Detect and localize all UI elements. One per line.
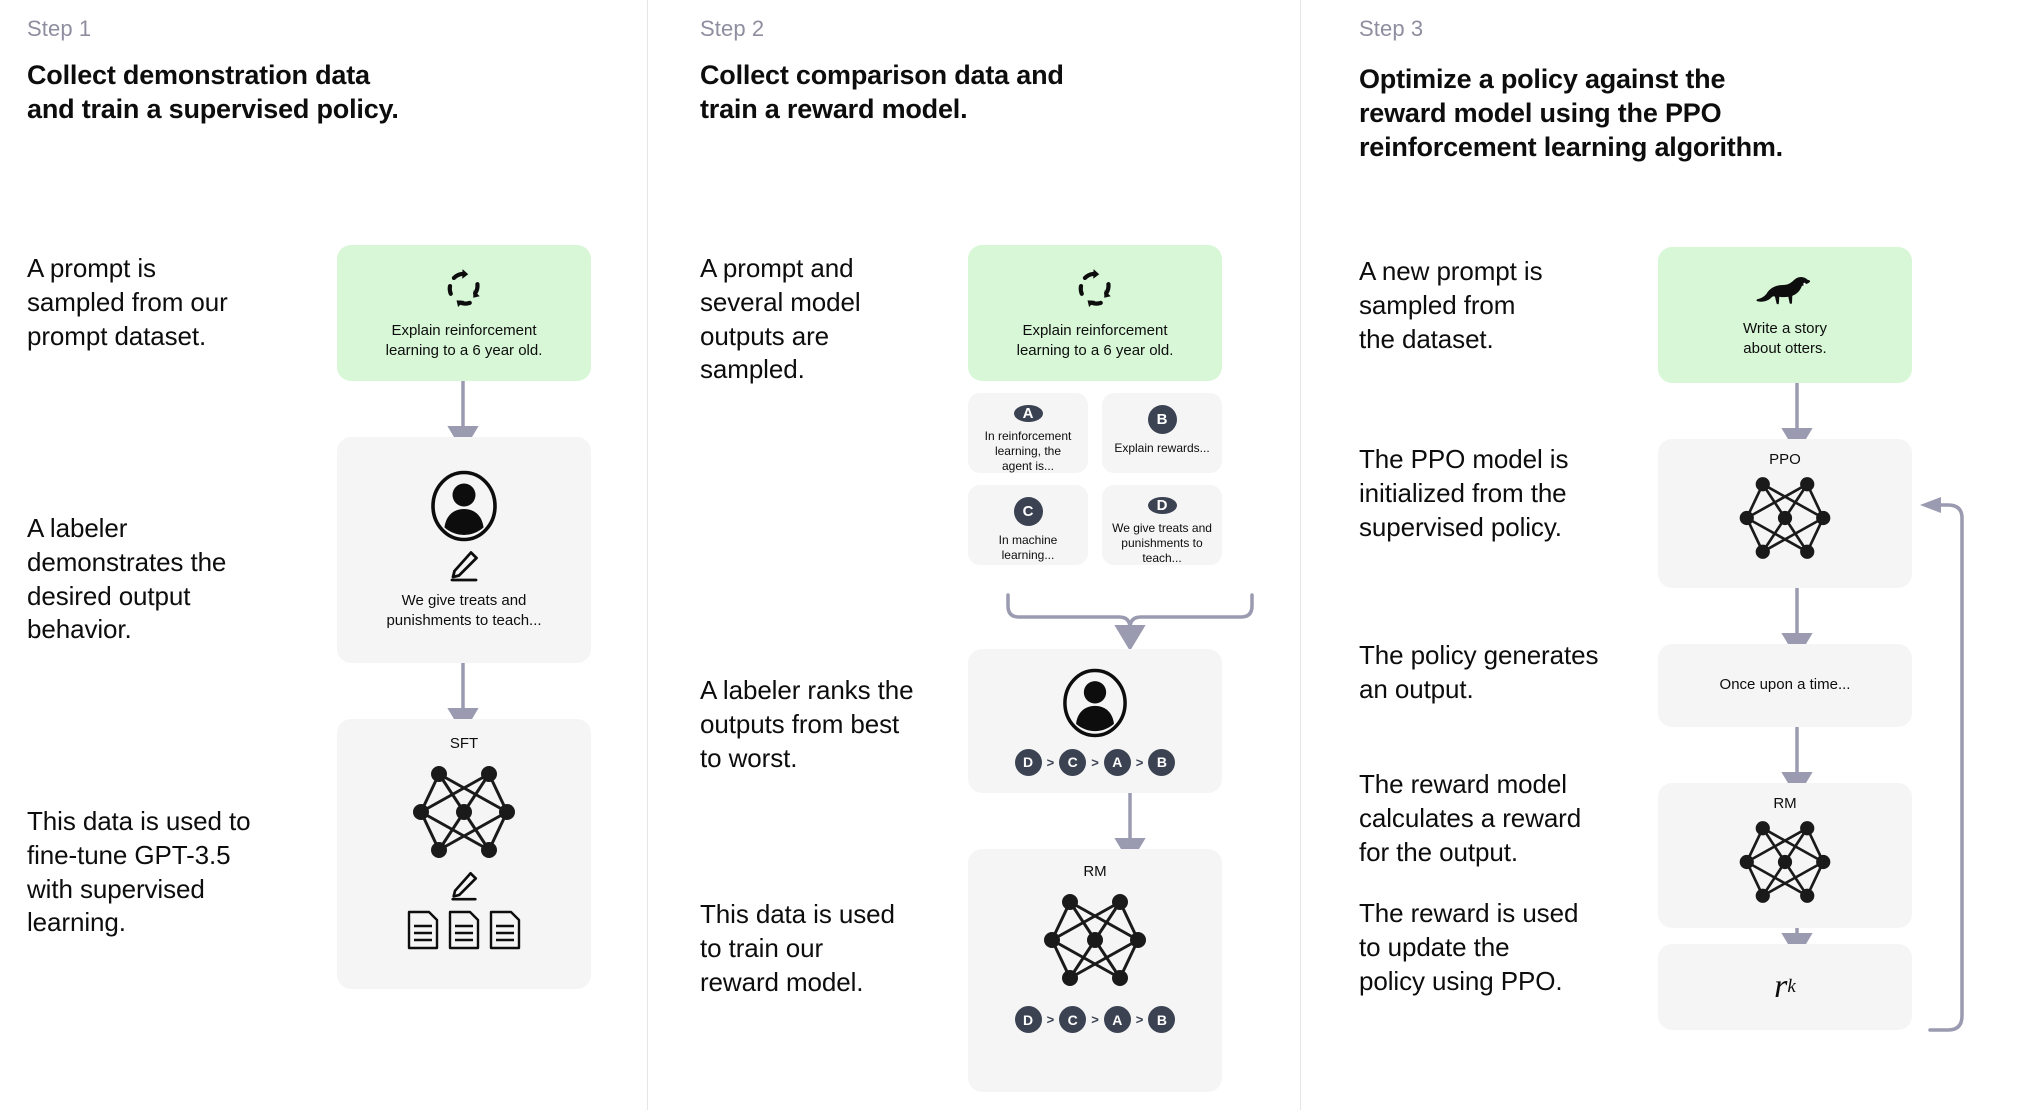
recycle-icon — [447, 268, 480, 307]
rm-rank-sep-3: > — [1135, 1012, 1144, 1027]
rm-rank-badge-2: C — [1059, 1006, 1087, 1033]
neural-net-icon — [413, 766, 515, 858]
step-1-caption-3: This data is used to fine-tune GPT-3.5 w… — [27, 806, 251, 938]
step-2-title: Collect comparison data and train a rewa… — [700, 60, 1064, 125]
neural-net-icon — [1044, 894, 1146, 986]
column-step-2: Step 2 Collect comparison data and train… — [648, 0, 1300, 1110]
step-2-caption-2: A labeler ranks the outputs from best to… — [700, 675, 914, 773]
reward-symbol: r — [1774, 968, 1788, 1005]
person-circle-icon — [431, 470, 497, 542]
step-1-label: Step 1 — [27, 16, 92, 41]
pencil-icon — [450, 550, 478, 582]
option-b-badge: B — [1147, 405, 1177, 434]
step-3-prompt-text: Write a story about otters. — [1743, 319, 1827, 357]
step-3-output-text: Once upon a time... — [1719, 676, 1851, 694]
step-1-labeler-card[interactable]: We give treats and punishments to teach.… — [337, 437, 591, 663]
step-3-rm-card[interactable]: RM — [1658, 783, 1912, 928]
step-2-option-c[interactable]: C In machine learning... — [968, 485, 1088, 565]
step-2-rm-ranking-row: D > C > A > B — [1014, 1006, 1176, 1033]
option-d-text: We give treats and punishments to teach.… — [1112, 521, 1212, 565]
step-2-rm-title: RM — [1083, 863, 1107, 880]
option-c-badge: C — [1013, 497, 1043, 526]
option-c-text: In machine learning... — [998, 533, 1058, 562]
step-3-caption-5: The reward is used to update the policy … — [1359, 898, 1579, 996]
neural-net-icon — [1739, 477, 1831, 559]
step-2-caption-3: This data is used to train our reward mo… — [700, 899, 895, 997]
step-3-caption-1: A new prompt is sampled from the dataset… — [1359, 256, 1543, 354]
rm-rank-badge-1: D — [1014, 1006, 1042, 1033]
rank-badge-3: A — [1103, 748, 1131, 776]
step-2-caption-1: A prompt and several model outputs are s… — [700, 253, 861, 385]
rank-sep-2: > — [1091, 754, 1099, 770]
step-2-prompt-text: Explain reinforcement learning to a 6 ye… — [1016, 321, 1174, 359]
step-1-caption-2: A labeler demonstrates the desired outpu… — [27, 513, 227, 645]
option-a-badge: A — [1013, 405, 1043, 422]
option-a-text: In reinforcement learning, the agent is.… — [984, 429, 1072, 473]
step-3-ppo-title: PPO — [1769, 451, 1801, 468]
step-1-labeler-text: We give treats and punishments to teach.… — [386, 591, 542, 629]
step-2-label: Step 2 — [700, 16, 765, 41]
step-2-ranking-row: D > C > A > B — [1014, 748, 1176, 776]
step-3-caption-3: The policy generates an output. — [1359, 640, 1599, 704]
step-2-option-b[interactable]: B Explain rewards... — [1102, 393, 1222, 473]
step-3-title: Optimize a policy against the reward mod… — [1359, 64, 1783, 163]
step-2-labeler-card[interactable]: D > C > A > B — [968, 649, 1222, 793]
pencil-icon — [451, 871, 478, 901]
step-3-rm-title: RM — [1773, 795, 1797, 812]
step-2-prompt-card[interactable]: Explain reinforcement learning to a 6 ye… — [968, 245, 1222, 381]
step-1-sft-card[interactable]: SFT — [337, 719, 591, 989]
rank-sep-3: > — [1135, 754, 1144, 770]
step-3-label: Step 3 — [1359, 16, 1424, 41]
neural-net-icon — [1739, 821, 1831, 903]
person-circle-icon — [1063, 668, 1127, 737]
column-divider-2 — [1300, 0, 1301, 1110]
step-1-title: Collect demonstration data and train a s… — [27, 60, 399, 125]
option-b-text: Explain rewards... — [1114, 441, 1210, 455]
rank-badge-4: B — [1148, 748, 1176, 776]
column-divider-1 — [647, 0, 648, 1110]
otter-icon — [1756, 276, 1811, 305]
column-step-3: Step 3 Optimize a policy against the rew… — [1301, 0, 2021, 1110]
rm-rank-sep-2: > — [1091, 1012, 1099, 1027]
step-1-prompt-text: Explain reinforcement learning to a 6 ye… — [385, 321, 543, 359]
rank-badge-1: D — [1014, 748, 1042, 776]
reward-subscript: k — [1787, 976, 1796, 997]
step-2-option-d[interactable]: D We give treats and punishments to teac… — [1102, 485, 1222, 565]
option-d-badge: D — [1147, 497, 1177, 514]
step-3-ppo-card[interactable]: PPO — [1658, 439, 1912, 588]
recycle-icon — [1078, 268, 1111, 307]
rm-rank-badge-3: A — [1103, 1006, 1131, 1033]
step-1-caption-1: A prompt is sampled from our prompt data… — [27, 253, 228, 351]
step-3-caption-4: The reward model calculates a reward for… — [1359, 769, 1582, 867]
documents-icon — [407, 910, 521, 950]
step-3-caption-2: The PPO model is initialized from the su… — [1359, 444, 1569, 542]
step-1-prompt-card[interactable]: Explain reinforcement learning to a 6 ye… — [337, 245, 591, 381]
rm-rank-sep-1: > — [1046, 1012, 1055, 1027]
rank-sep-1: > — [1046, 754, 1055, 770]
step-2-rm-card[interactable]: RM D > C > A — [968, 849, 1222, 1092]
rm-rank-badge-4: B — [1148, 1006, 1176, 1033]
step-3-prompt-card[interactable]: Write a story about otters. — [1658, 247, 1912, 383]
step-1-sft-title: SFT — [449, 735, 479, 752]
step-3-output-card[interactable]: Once upon a time... — [1658, 644, 1912, 727]
step-2-option-a[interactable]: A In reinforcement learning, the agent i… — [968, 393, 1088, 473]
rank-badge-2: C — [1059, 748, 1087, 776]
column-step-1: Step 1 Collect demonstration data and tr… — [0, 0, 647, 1110]
